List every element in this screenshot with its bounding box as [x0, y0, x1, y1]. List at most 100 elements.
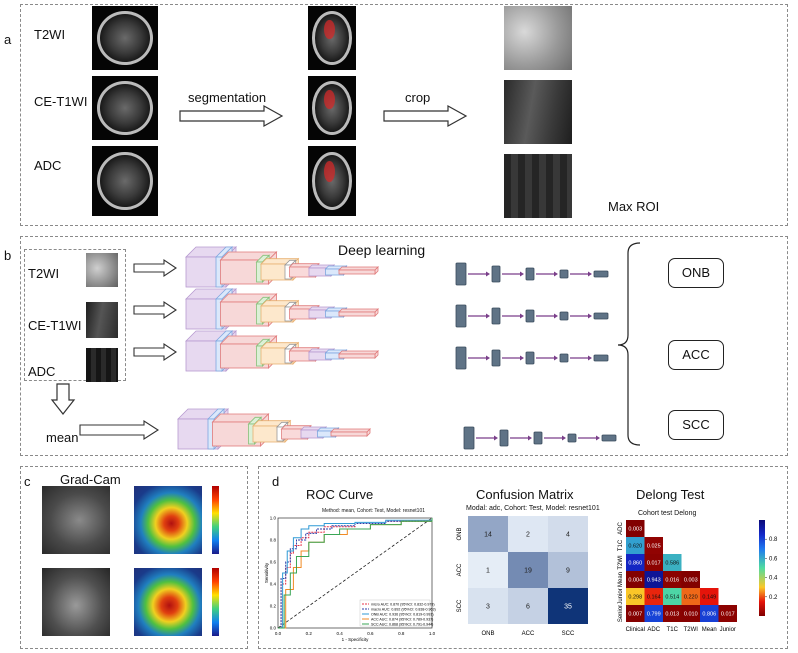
confusion-cell-value: 3: [486, 604, 490, 611]
feature-block: [455, 304, 467, 328]
delong-cell-value: 0.017: [721, 612, 735, 618]
confusion-cell: [468, 552, 508, 588]
network-layer: [330, 428, 371, 433]
input-arrow: [79, 419, 160, 441]
feature-block: [499, 429, 509, 447]
feature-arrowhead: [528, 435, 532, 441]
gradcam-colorbar-1: [212, 486, 219, 554]
feature-block: [567, 433, 577, 443]
delong-cell: [663, 605, 682, 622]
panel-b-letter: b: [4, 248, 12, 263]
confusion-cell-value: 35: [564, 604, 572, 611]
delong-row-label: Junior: [618, 588, 624, 604]
feature-block: [455, 346, 467, 370]
delong-colorbar: [759, 520, 765, 616]
panel-c: [20, 466, 248, 649]
delong-cell: [626, 520, 645, 537]
roc-xlabel: 1 - Specificity: [342, 637, 370, 642]
feature-block: [525, 351, 535, 365]
delong-col-label: Clinical: [626, 627, 645, 633]
delong-row-label: T1C: [618, 539, 624, 551]
roc-ytick: 1.0: [270, 516, 277, 521]
gradcam-input-1: [42, 486, 110, 554]
delong-cell: [644, 554, 663, 571]
panel-d: [258, 466, 788, 649]
delong-cell: [644, 537, 663, 554]
delong-cell-value: 0.007: [628, 612, 642, 618]
output-brace: [617, 242, 641, 446]
roc-series-line: [278, 518, 433, 629]
deep-learning-title: Deep learning: [338, 242, 426, 258]
output-scc: SCC: [668, 410, 724, 440]
delong-cell-value: 0.003: [684, 578, 698, 584]
delong-cell: [644, 571, 663, 588]
confusion-cell-value: 19: [524, 568, 532, 575]
roc-xtick: 1.0: [429, 631, 436, 636]
delong-cell-value: 0.220: [684, 595, 698, 601]
delong-cell-value: 0.514: [665, 595, 679, 601]
feature-arrowhead: [554, 271, 558, 277]
scan-t2wi: [92, 6, 158, 70]
gradcam-heatmap-1: [134, 486, 202, 554]
panel-b-label-adc: ADC: [28, 364, 56, 379]
delong-cell: [663, 571, 682, 588]
roc-xtick: 0.0: [275, 631, 282, 636]
gradcam-heatmap-2: [134, 568, 202, 636]
delong-cell-value: 0.164: [647, 595, 661, 601]
delong-cell-value: 0.010: [684, 612, 698, 618]
delong-cell-value: 0.620: [628, 544, 642, 550]
roc-xtick: 0.8: [398, 631, 405, 636]
input-thumb-adc: [86, 348, 118, 382]
feature-arrowhead: [554, 355, 558, 361]
roi-cet1wi: [504, 80, 572, 144]
delong-row-label: T2WI: [618, 555, 624, 570]
network-layer: [338, 269, 376, 275]
panel-c-letter: c: [24, 474, 31, 489]
feature-block: [593, 354, 609, 362]
scan-adc: [92, 146, 158, 216]
delong-col-label: T1C: [667, 627, 679, 633]
roc-legend-label: ONB AUC: 0.936 (95%CI: 0.819-0.991): [371, 612, 434, 616]
roc-title: ROC Curve: [306, 487, 374, 502]
confusion-cell-value: 6: [526, 604, 530, 611]
feature-block: [525, 309, 535, 323]
confusion-row-label: ONB: [457, 527, 463, 540]
feature-arrowhead: [520, 271, 524, 277]
confusion-cell-value: 2: [526, 532, 530, 539]
input-thumb-t2wi: [86, 253, 118, 287]
delong-cell-value: 0.943: [647, 578, 661, 584]
feature-block: [593, 312, 609, 320]
network-layer: [338, 308, 379, 313]
roc-diagonal: [277, 517, 433, 629]
confusion-row-label: ACC: [457, 563, 463, 576]
confusion-col-label: SCC: [562, 631, 575, 637]
confusion-title: Confusion Matrix: [476, 487, 574, 502]
feature-block: [559, 269, 569, 279]
crop-arrow: [383, 104, 468, 128]
delong-cell: [626, 605, 645, 622]
max-roi-label: Max ROI: [608, 199, 660, 214]
output-onb: ONB: [668, 258, 724, 288]
network-layer: [330, 431, 368, 437]
input-arrow: [133, 258, 177, 278]
delong-cell-value: 0.003: [628, 527, 642, 533]
delong-cell-value: 0.799: [647, 612, 661, 618]
mean-down-arrow: [50, 383, 76, 415]
roc-legend-label: SCC AUC: 0.868 (95%CI: 0.791-0.944): [371, 622, 433, 626]
roc-legend-label: macro AUC: 0.892 (95%CI: 0.838-0.963): [371, 607, 436, 611]
grad-cam-title: Grad-Cam: [60, 472, 121, 487]
network-layer: [338, 353, 376, 359]
confusion-cell: [508, 588, 548, 624]
feature-block: [533, 431, 543, 445]
delong-col-label: Mean: [702, 627, 717, 633]
panel-b: [20, 236, 788, 456]
delong-cell-value: 0.806: [702, 612, 716, 618]
confusion-col-label: ACC: [522, 631, 535, 637]
delong-cell: [681, 605, 700, 622]
roi-t2wi: [504, 6, 572, 70]
roc-ytick: 0.0: [270, 626, 277, 631]
delong-cell: [626, 537, 645, 554]
roc-ytick: 0.4: [270, 582, 277, 587]
feature-block: [455, 262, 467, 286]
